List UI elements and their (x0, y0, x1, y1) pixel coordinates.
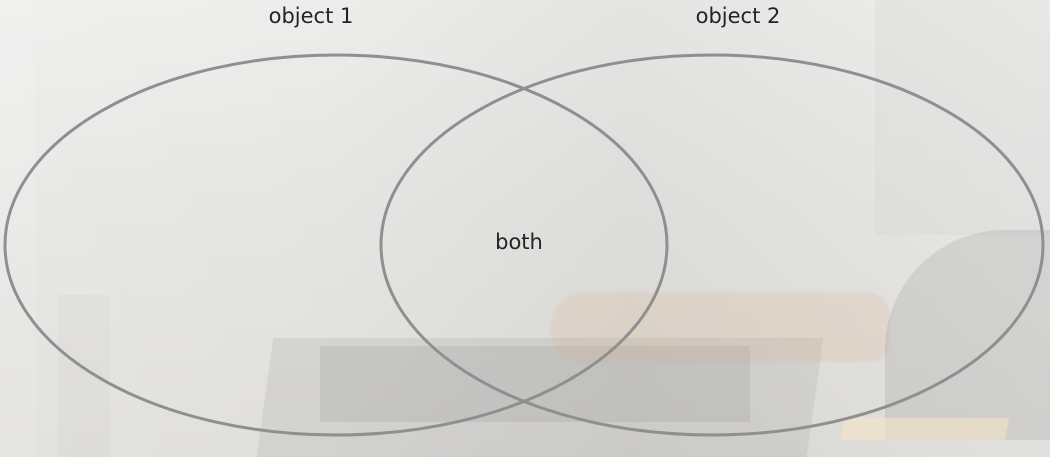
label-intersection: both (495, 230, 543, 254)
label-object-2: object 2 (696, 4, 781, 28)
label-object-1: object 1 (269, 4, 354, 28)
venn-circle-object-1 (3, 53, 669, 437)
venn-circle-object-2 (379, 53, 1045, 437)
